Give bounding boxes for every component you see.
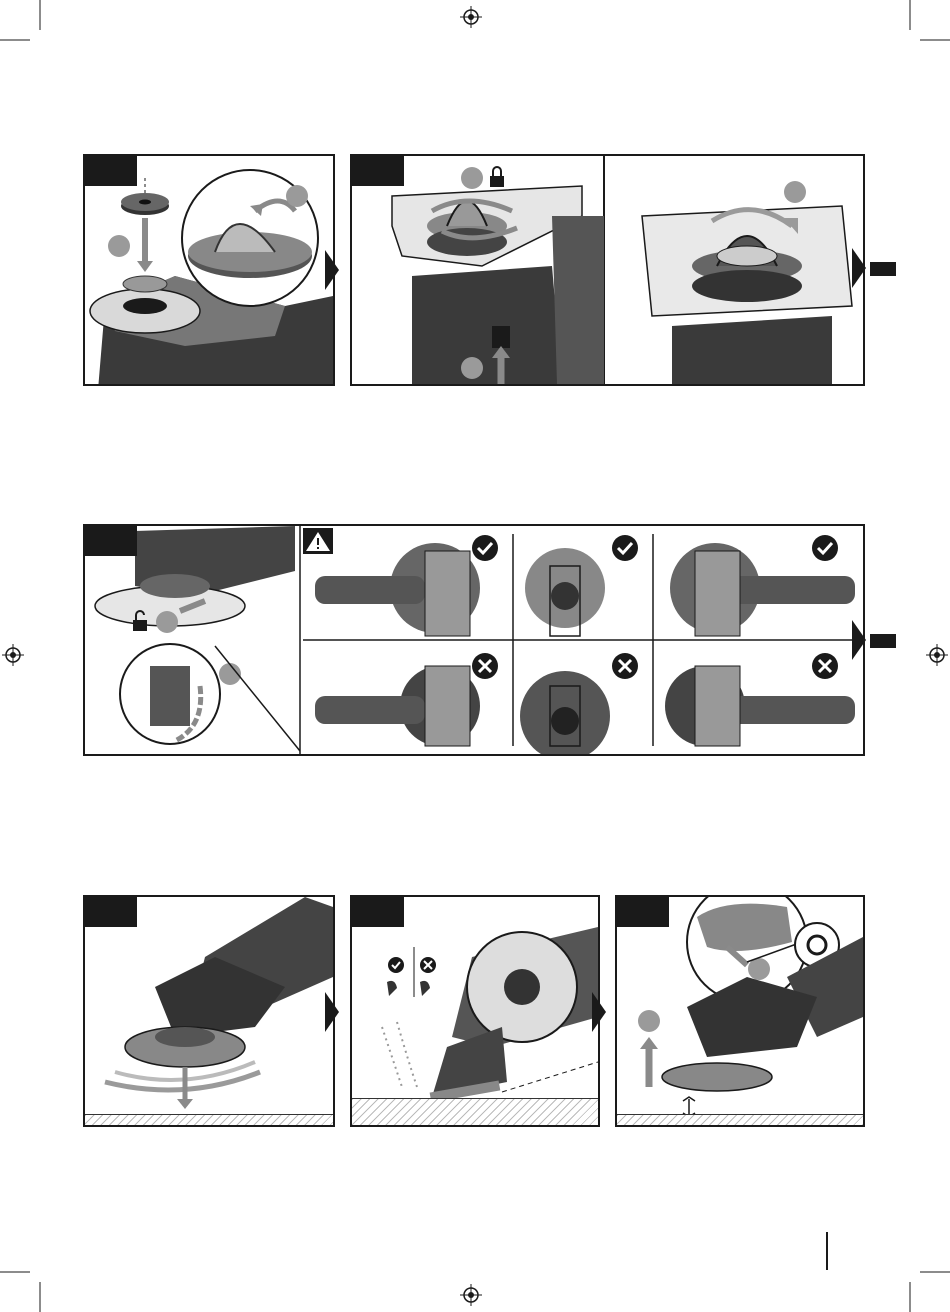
flange-nut-illustration [85, 156, 333, 384]
figure-tab [352, 156, 404, 186]
next-step-arrow [325, 250, 339, 290]
cross-circle-icon [612, 653, 638, 679]
figure-tab [85, 156, 137, 186]
figure-tab [352, 897, 404, 927]
ground-surface [85, 1114, 333, 1125]
figure-1b [350, 154, 865, 386]
figure-2 [83, 524, 865, 756]
section-tab [870, 634, 896, 648]
figure-1a [83, 154, 335, 386]
check-circle-icon [612, 535, 638, 561]
lock-icon [490, 167, 504, 187]
grinding-angle-illustration [352, 897, 598, 1125]
switch-off-illustration [617, 897, 863, 1125]
ground-surface [352, 1098, 598, 1125]
next-step-arrow [852, 620, 866, 660]
cross-circle-icon [812, 653, 838, 679]
start-grinding-illustration [85, 897, 333, 1125]
lock-spindle-illustration [352, 156, 863, 384]
ground-surface [617, 1114, 863, 1125]
page-number-bar [826, 1232, 828, 1270]
section-tab [870, 262, 896, 276]
figure-tab [85, 897, 137, 927]
cross-circle-icon [420, 957, 436, 973]
next-step-arrow [592, 992, 606, 1032]
figure-3a [83, 895, 335, 1127]
check-circle-icon [472, 535, 498, 561]
figure-tab [85, 526, 137, 556]
cross-circle-icon [472, 653, 498, 679]
figure-tab [617, 897, 669, 927]
guard-adjustment-illustration [85, 526, 863, 754]
check-circle-icon [388, 957, 404, 973]
next-step-arrow [325, 992, 339, 1032]
figure-3b [350, 895, 600, 1127]
next-step-arrow [852, 248, 866, 288]
figure-3c [615, 895, 865, 1127]
check-circle-icon [812, 535, 838, 561]
